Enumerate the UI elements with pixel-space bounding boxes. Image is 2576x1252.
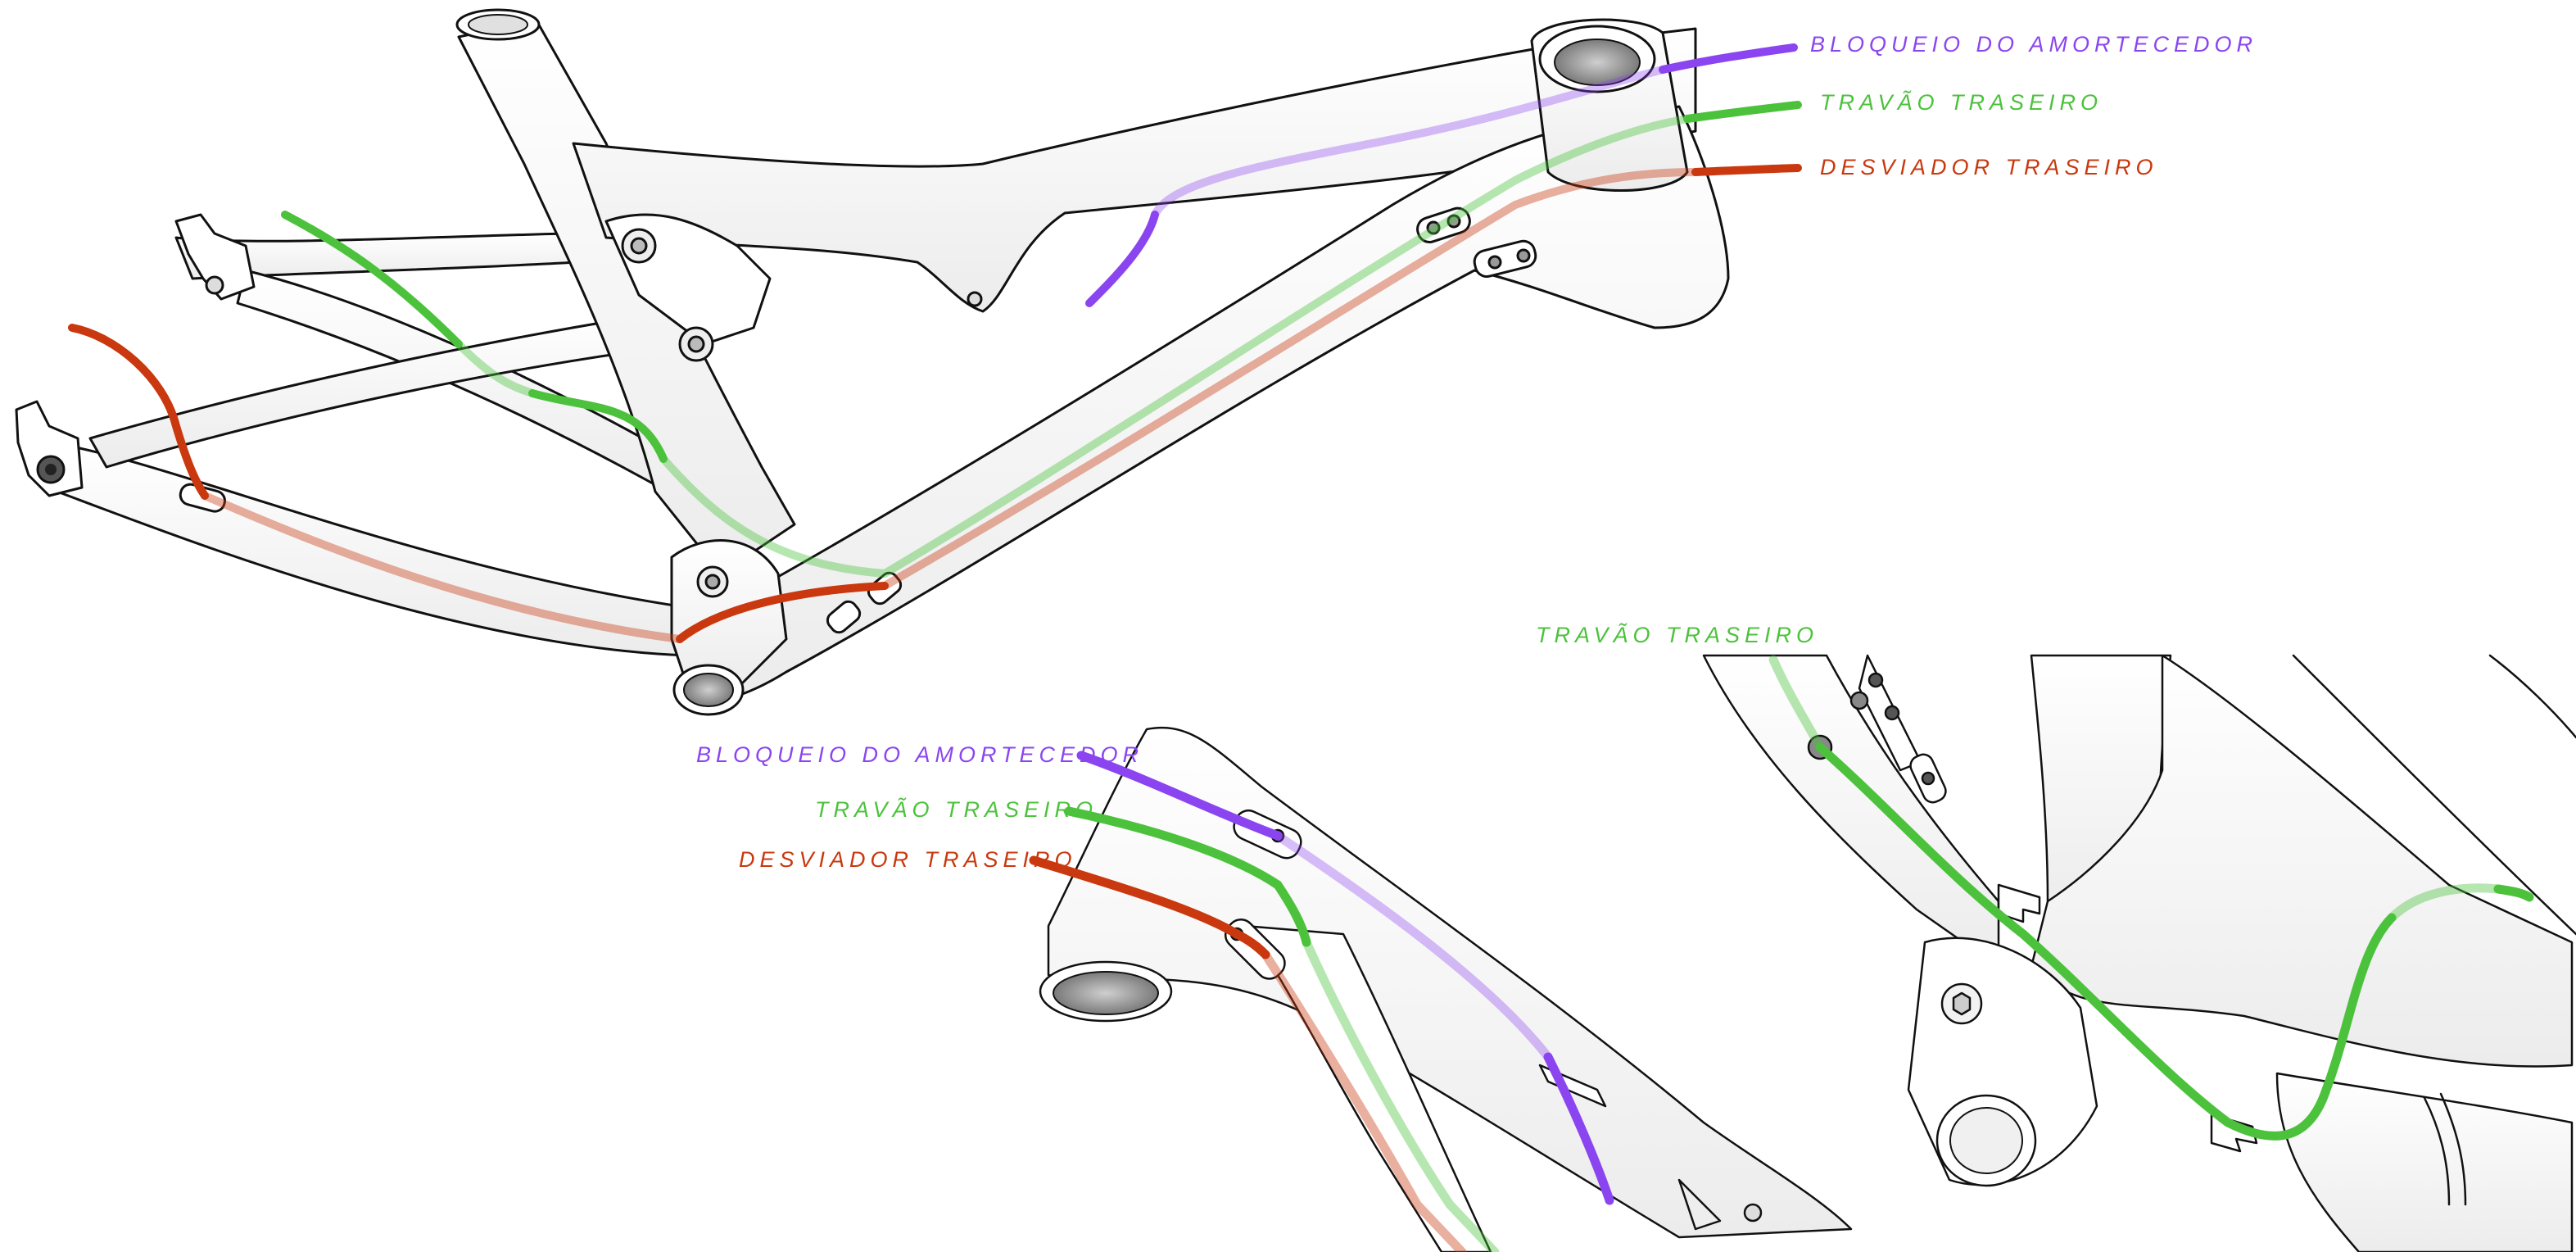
detail-bb-derailleur-internal xyxy=(1261,950,1467,1252)
detail-cs-cable-routes xyxy=(1768,655,2534,1141)
main-frame-view xyxy=(15,8,1730,716)
label-detail-bb-brake: TRAVÃO TRASEIRO xyxy=(815,796,1098,822)
detail-bb-cable-routes xyxy=(1029,751,1614,1252)
down-tube xyxy=(678,105,1730,706)
brake-cable-exit xyxy=(1683,101,1802,123)
label-main-lockout: BLOQUEIO DO AMORTECEDOR xyxy=(1810,32,2257,57)
detail-bb-view xyxy=(1039,726,1853,1252)
detail-bb-cable-guide xyxy=(1677,1178,1722,1231)
main-labels: BLOQUEIO DO AMORTECEDOR TRAVÃO TRASEIRO … xyxy=(1810,32,2257,179)
label-main-derailleur: DESVIADOR TRASEIRO xyxy=(1820,155,2158,179)
detail-cs-brake-internal-top xyxy=(1768,655,1825,752)
derailleur-cable-exit xyxy=(1691,164,1802,176)
detail-bb-bolt xyxy=(1743,1203,1763,1223)
brake-cable-seatstay xyxy=(281,211,463,348)
derailleur-cable-chainstay-internal xyxy=(201,492,684,643)
brake-cable-seatstay-internal xyxy=(455,340,536,397)
lower-dropout xyxy=(15,400,84,497)
detail-bb-lockout-internal xyxy=(1273,831,1553,1062)
detail-cs-band xyxy=(2423,1096,2451,1206)
top-tube xyxy=(572,27,1697,313)
brake-cable-under-frame xyxy=(528,389,668,463)
label-detail-bb-derailleur: DESVIADOR TRASEIRO xyxy=(739,847,1077,872)
upper-dropout-bolt xyxy=(205,275,224,295)
detail-bb-derailleur-exposed xyxy=(1029,855,1270,959)
detail-cs-chainstay xyxy=(2030,654,2574,1068)
detail-cs-brake-exposed xyxy=(1815,742,2397,1141)
detail-cs-rear-tube-2 xyxy=(2292,654,2576,936)
label-detail-chainstay-brake: TRAVÃO TRASEIRO xyxy=(1536,622,1818,647)
upper-dropout xyxy=(174,213,256,301)
detail-bb-lockout-exposed xyxy=(1076,751,1283,841)
bottle-cage-bolt xyxy=(967,291,983,307)
label-main-brake: TRAVÃO TRASEIRO xyxy=(1820,89,2103,115)
detail-cs-brake-exit xyxy=(2493,884,2534,902)
lockout-cable-internal xyxy=(1151,66,1667,219)
detail-cs-stay-right xyxy=(2275,1072,2574,1252)
lockout-cable-exit xyxy=(1659,43,1798,74)
derailleur-cable-internal xyxy=(881,168,1700,590)
detail-bb-labels: BLOQUEIO DO AMORTECEDOR TRAVÃO TRASEIRO … xyxy=(696,742,1143,872)
derailleur-cable-bb-exposed xyxy=(676,582,889,643)
detail-bb-brake-internal xyxy=(1302,937,1500,1252)
detail-cs-rear-tube xyxy=(2488,654,2576,739)
label-detail-bb-lockout: BLOQUEIO DO AMORTECEDOR xyxy=(696,742,1143,767)
detail-cs-hex-socket xyxy=(1952,991,1972,1016)
detail-cs-band-2 xyxy=(2439,1092,2467,1206)
lockout-cable-visible xyxy=(1085,211,1159,307)
main-cable-routes xyxy=(68,43,1802,643)
brake-cable-internal xyxy=(659,115,1691,578)
detail-bb-brake-exposed xyxy=(1064,806,1311,947)
detail-cs-brake-internal-end xyxy=(2387,883,2503,923)
derailleur-cable-rear xyxy=(68,324,209,500)
cable-port-bb-left xyxy=(826,600,862,634)
detail-bb-lockout-exit xyxy=(1543,1052,1614,1205)
detail-chainstay-view xyxy=(1702,654,2576,1252)
